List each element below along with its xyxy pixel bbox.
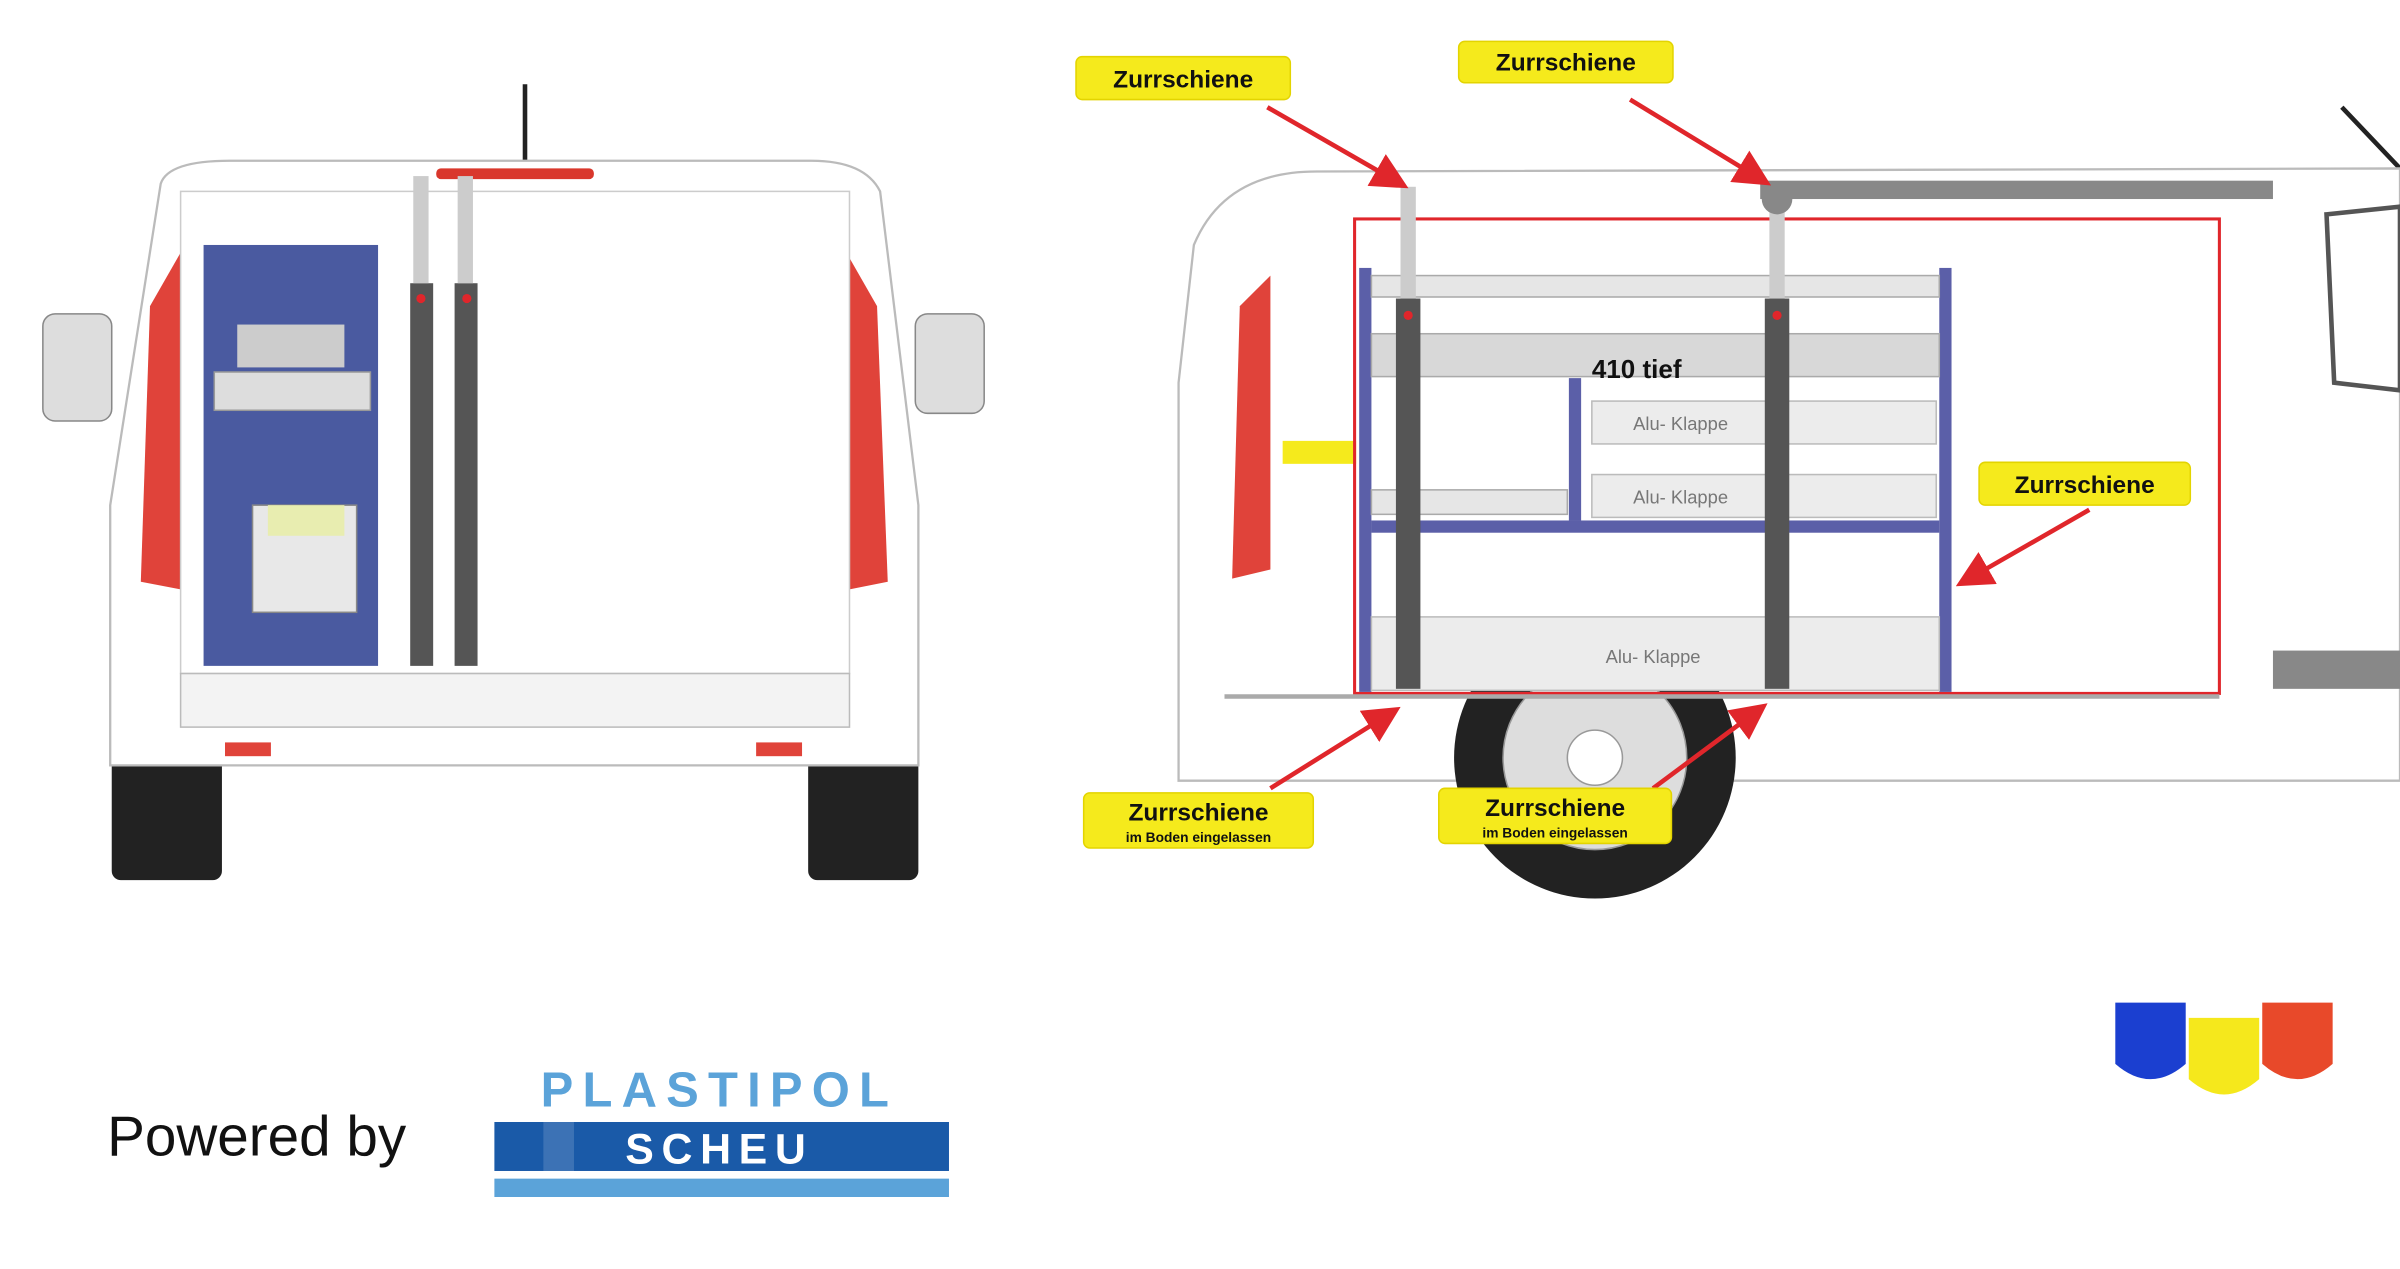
cargo-outline [1353,217,2221,695]
tail-light-right [846,252,888,590]
svg-text:Zurrschiene: Zurrschiene [2015,472,2155,499]
alu-flap [1591,473,1937,519]
flap-label: Alu- Klappe [1633,487,1728,508]
brake-light [436,168,594,180]
callout-rail-2: Zurrschiene [1457,40,1674,84]
callout-arrows [1266,97,2091,791]
callout-floor-rail-2: Zurrschiene im Boden eingelassen [1438,787,1673,845]
side-view-van: 410 tief Alu- Klappe Alu- Klappe Alu- Kl… [1177,105,2400,899]
svg-text:Zurrschiene: Zurrschiene [1128,799,1268,826]
side-tail-light [1232,275,1271,579]
rear-wheel-right [808,734,919,881]
rear-wheel-left [111,734,222,881]
side-rail-pole [1395,298,1421,689]
svg-text:im Boden eingelassen: im Boden eingelassen [1126,830,1271,845]
svg-text:Zurrschiene: Zurrschiene [1485,795,1625,822]
alu-flap [1370,616,1941,692]
tail-light-left [140,252,181,590]
svg-text:Zurrschiene: Zurrschiene [1113,66,1253,93]
callout-rail-3: Zurrschiene [1978,461,2192,506]
mirror-right [914,313,985,415]
svg-text:Zurrschiene: Zurrschiene [1496,49,1636,76]
svg-text:SCHEU: SCHEU [625,1125,813,1173]
rear-rail-pole [410,283,434,666]
powered-by-text: Powered by [107,1106,407,1169]
svg-text:PLASTIPOL: PLASTIPOL [541,1064,898,1118]
svg-text:im Boden eingelassen: im Boden eingelassen [1482,825,1627,840]
shield-logo [2115,1002,2333,1095]
plastipol-scheu-logo: PLASTIPOL SCHEU [494,1064,949,1197]
flap-label: Alu- Klappe [1606,646,1701,667]
flap-label: Alu- Klappe [1633,413,1728,434]
callout-floor-rail-1: Zurrschiene im Boden eingelassen [1082,792,1315,849]
side-rail-pole [1764,298,1790,689]
callout-rail-1: Zurrschiene [1075,55,1292,101]
alu-flap [1591,400,1937,445]
depth-label: 410 tief [1592,354,1682,384]
shelving-unit: 410 tief Alu- Klappe Alu- Klappe Alu- Kl… [1359,267,1952,692]
rear-rail-pole [454,283,478,666]
mirror-left [42,313,113,422]
rear-view-van [42,84,985,881]
